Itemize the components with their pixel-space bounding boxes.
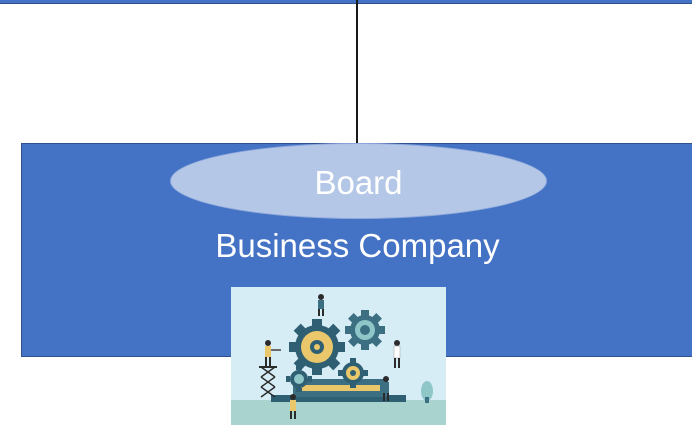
business-gears-illustration	[231, 287, 446, 425]
board-label: Board	[314, 163, 403, 201]
board-ellipse: Board	[170, 143, 547, 219]
gears-teamwork-icon	[231, 287, 446, 425]
parent-box-edge	[0, 0, 692, 4]
connector-line	[356, 0, 358, 143]
company-label: Business Company	[215, 227, 500, 264]
